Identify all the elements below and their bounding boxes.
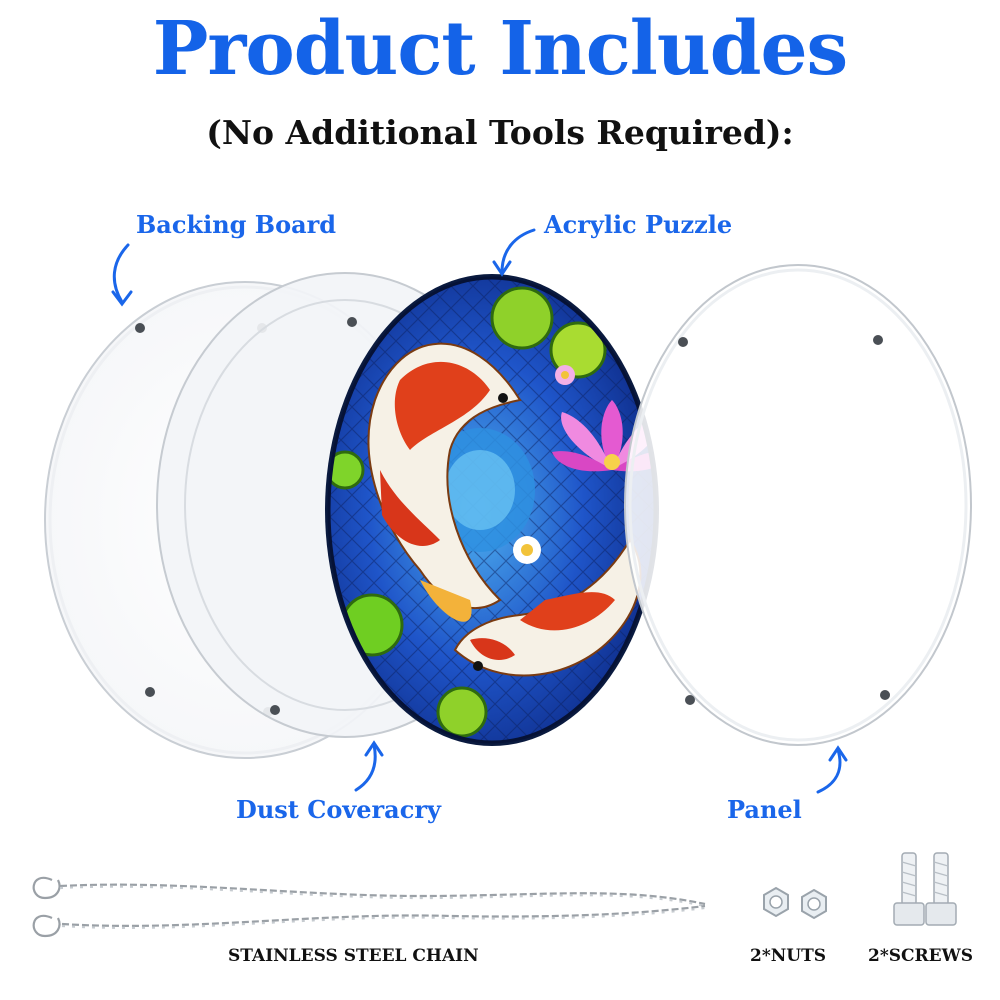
- mount-hole-icon: [270, 705, 280, 715]
- mount-hole-icon: [685, 695, 695, 705]
- nuts-caption: 2*NUTS: [750, 946, 827, 966]
- acrylic-puzzle-label: Acrylic Puzzle: [544, 210, 733, 239]
- page-title: Product Includes: [152, 6, 848, 92]
- backing-board-arrow-icon: [111, 243, 133, 307]
- mount-hole-icon: [880, 690, 890, 700]
- mount-hole-icon: [347, 317, 357, 327]
- mount-hole-icon: [678, 337, 688, 347]
- acrylic-puzzle: [325, 274, 659, 746]
- screw-icon: [893, 852, 925, 926]
- mount-hole-icon: [873, 335, 883, 345]
- screw-icon: [925, 852, 957, 926]
- mount-hole-icon: [135, 323, 145, 333]
- front-panel: [624, 264, 972, 746]
- mount-hole-icon: [145, 687, 155, 697]
- screws-image: [893, 852, 957, 926]
- acrylic-puzzle-arrow-icon: [492, 228, 536, 277]
- panel-arrow-icon: [816, 745, 848, 794]
- s-hook-icon: [32, 914, 61, 938]
- dust-cover-label: Dust Coveracry: [236, 795, 441, 824]
- chain-caption: STAINLESS STEEL CHAIN: [228, 946, 479, 966]
- screws-caption: 2*SCREWS: [868, 946, 973, 966]
- s-hook-icon: [32, 876, 61, 900]
- backing-board-label: Backing Board: [136, 210, 337, 239]
- chain-image: [32, 876, 706, 938]
- panel-label: Panel: [727, 795, 802, 824]
- page-subtitle: (No Additional Tools Required):: [206, 113, 794, 152]
- dust-cover-arrow-icon: [354, 740, 384, 792]
- nuts-image: [763, 886, 827, 920]
